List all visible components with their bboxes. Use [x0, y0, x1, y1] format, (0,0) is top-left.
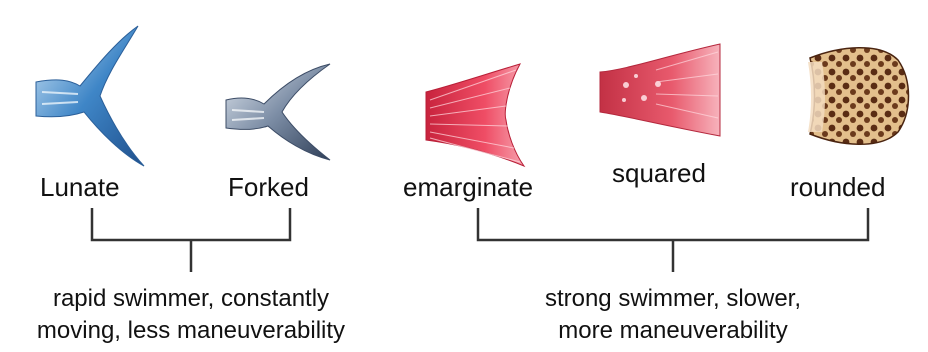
- forked-fin-image: [225, 63, 331, 161]
- caption-fast-line1: rapid swimmer, constantly: [52, 285, 330, 312]
- emarginate-fin-image: [425, 63, 526, 168]
- caption-maneuverable-line1: strong swimmer, slower,: [544, 285, 802, 312]
- fin-label-squared: squared: [612, 158, 706, 188]
- fin-label-rounded: rounded: [790, 172, 886, 202]
- lunate-fin-image: [35, 25, 145, 167]
- squared-fin-image: [599, 43, 721, 137]
- caption-maneuverable-line2: more maneuverability: [558, 317, 788, 344]
- caption-maneuverable-swimmers: strong swimmer, slower, more maneuverabi…: [500, 283, 846, 347]
- bracket-maneuverable-swimmers: [476, 208, 870, 272]
- fin-label-lunate: Lunate: [40, 172, 120, 202]
- caption-fast-swimmers: rapid swimmer, constantly moving, less m…: [8, 283, 374, 347]
- fin-label-emarginate: emarginate: [403, 172, 534, 202]
- bracket-fast-swimmers: [90, 208, 292, 272]
- fin-label-forked: Forked: [228, 172, 309, 202]
- caption-fast-line2: moving, less maneuverability: [36, 317, 346, 344]
- rounded-fin-image: [808, 47, 910, 145]
